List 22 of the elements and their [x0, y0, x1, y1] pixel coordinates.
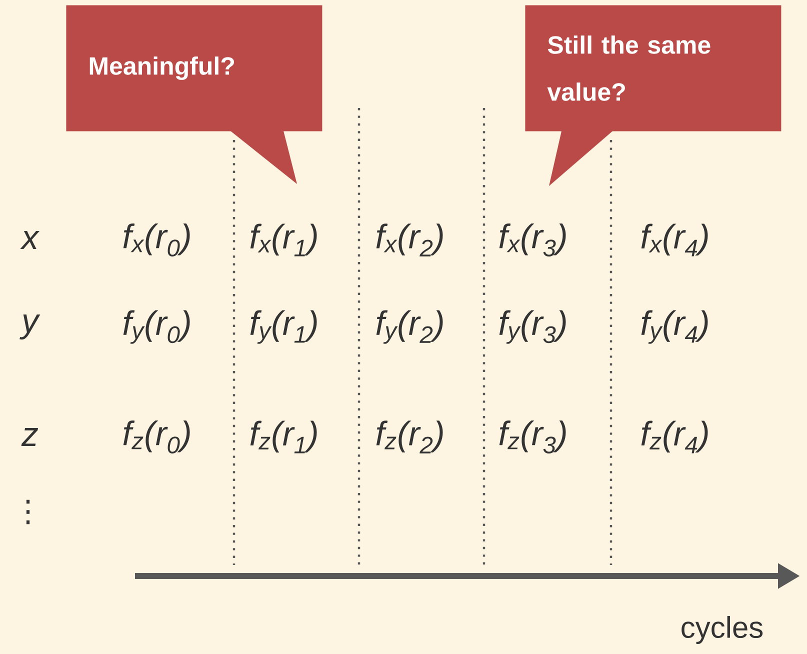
function-value: f$_{x}$(r$_{1}$)	[250, 224, 317, 256]
function-value: f$_{x}$(r$_{3}$)	[499, 224, 566, 256]
function-value: f$_{x}$(r$_{4}$)	[641, 224, 708, 256]
function-value: f$_{y}$(r$_{0}$)	[123, 310, 190, 344]
function-value: f$_{x}$(r$_{0}$)	[123, 224, 190, 256]
function-value: f$_{y}$(r$_{4}$)	[641, 310, 708, 344]
function-value: f$_{x}$(r$_{2}$)	[376, 224, 443, 256]
callout-box: Meaningful?	[66, 5, 322, 184]
function-value: f$_{z}$(r$_{4}$)	[641, 420, 708, 454]
function-value: f$_{z}$(r$_{0}$)	[123, 420, 190, 454]
axis-label: cycles	[682, 616, 763, 644]
variable-label: x	[20, 231, 40, 249]
function-value: f$_{z}$(r$_{2}$)	[376, 420, 443, 454]
ellipsis: ⋮	[26, 500, 30, 524]
function-value: f$_{y}$(r$_{1}$)	[250, 310, 317, 344]
function-value: f$_{z}$(r$_{3}$)	[499, 420, 566, 454]
callout-box: Still the same value?	[525, 5, 782, 186]
function-value: f$_{z}$(r$_{1}$)	[250, 420, 317, 454]
variable-label: y	[20, 314, 40, 340]
function-value: f$_{y}$(r$_{3}$)	[499, 310, 566, 344]
variable-label: z	[21, 428, 38, 446]
function-value: f$_{y}$(r$_{2}$)	[376, 310, 443, 344]
